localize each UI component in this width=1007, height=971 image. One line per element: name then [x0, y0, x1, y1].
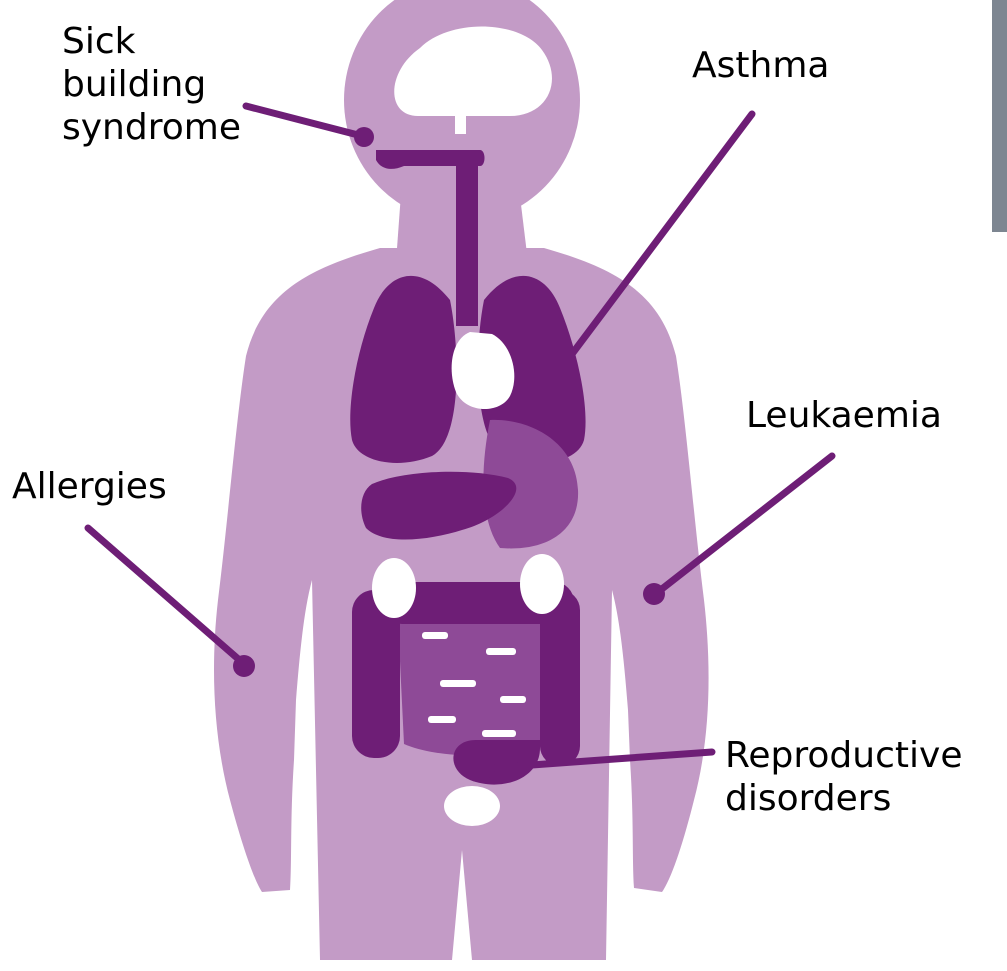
label-reproductive-disorders: Reproductive disorders — [725, 734, 962, 820]
photo-edge-strip — [992, 0, 1007, 232]
leader-asthma — [572, 114, 752, 354]
marker-sick-building-syndrome — [354, 127, 374, 147]
bladder — [444, 786, 500, 826]
label-leukaemia: Leukaemia — [746, 394, 942, 437]
marker-reproductive-disorders — [473, 757, 495, 779]
marker-allergies — [233, 655, 255, 677]
label-allergies: Allergies — [12, 465, 167, 508]
small-intestine — [398, 610, 560, 756]
label-sick-building-syndrome: Sick building syndrome — [62, 20, 241, 149]
label-asthma: Asthma — [692, 44, 829, 87]
marker-leukaemia — [643, 583, 665, 605]
